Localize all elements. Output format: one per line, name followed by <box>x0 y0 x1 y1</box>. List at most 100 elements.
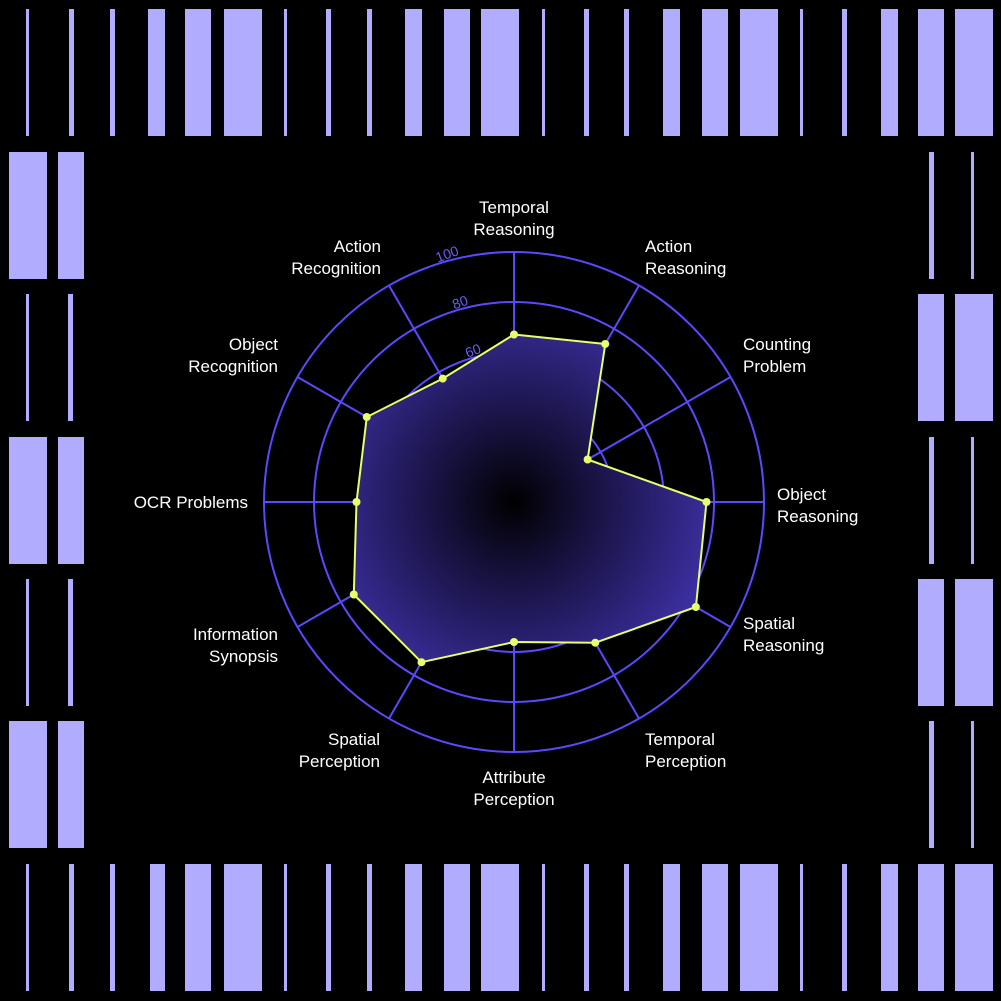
right-bar-1-0 <box>918 294 944 421</box>
category-label-9: OCR Problems <box>134 493 248 512</box>
decorative-bars <box>9 9 993 991</box>
category-label-line: Object <box>777 485 826 504</box>
bottom-bar-2 <box>110 864 115 991</box>
category-label-line: Perception <box>645 752 726 771</box>
right-bar-1-1 <box>955 294 993 421</box>
right-bar-3-0 <box>918 579 944 706</box>
data-point-3 <box>702 498 711 506</box>
right-bar-0-0 <box>929 152 934 279</box>
right-bar-2-1 <box>971 437 974 564</box>
category-label-line: Reasoning <box>743 636 824 655</box>
data-point-6 <box>510 638 518 646</box>
category-label-line: Perception <box>473 790 554 809</box>
left-bar-3-1 <box>68 579 73 706</box>
category-label-line: Reasoning <box>645 259 726 278</box>
left-bar-0-1 <box>58 152 84 279</box>
series-group <box>349 330 711 667</box>
bottom-bar-0 <box>26 864 29 991</box>
left-bar-1-0 <box>26 294 29 421</box>
top-bar-15 <box>663 9 680 136</box>
category-label-line: Perception <box>299 752 380 771</box>
bottom-bar-15 <box>663 864 680 991</box>
right-bar-4-1 <box>971 721 974 848</box>
right-bar-4-0 <box>929 721 934 848</box>
data-point-9 <box>352 498 361 506</box>
right-bar-2-0 <box>929 437 934 564</box>
bottom-bar-20 <box>881 864 898 991</box>
bottom-bar-22 <box>955 864 993 991</box>
top-bar-21 <box>918 9 944 136</box>
bottom-bar-9 <box>405 864 422 991</box>
top-bar-9 <box>405 9 422 136</box>
top-bar-8 <box>367 9 372 136</box>
bottom-bar-12 <box>542 864 545 991</box>
bottom-bar-16 <box>702 864 728 991</box>
data-point-0 <box>510 330 518 339</box>
data-point-7 <box>417 658 426 667</box>
top-bar-0 <box>26 9 29 136</box>
left-bar-0-0 <box>9 152 47 279</box>
data-point-5 <box>591 638 600 647</box>
data-point-8 <box>349 590 358 599</box>
data-point-4 <box>691 603 700 611</box>
top-bar-22 <box>955 9 993 136</box>
left-bar-4-0 <box>9 721 47 848</box>
category-label-line: Reasoning <box>777 507 858 526</box>
top-bar-11 <box>481 9 519 136</box>
left-bar-2-1 <box>58 437 84 564</box>
category-label-line: Spatial <box>743 614 795 633</box>
bottom-bar-10 <box>444 864 470 991</box>
top-bar-10 <box>444 9 470 136</box>
data-point-1 <box>601 339 610 348</box>
left-bar-1-1 <box>68 294 73 421</box>
top-bar-13 <box>584 9 589 136</box>
bottom-bar-21 <box>918 864 944 991</box>
data-point-11 <box>438 374 447 383</box>
category-label-line: Action <box>645 237 692 256</box>
bottom-bar-14 <box>624 864 629 991</box>
category-label-line: Recognition <box>291 259 381 278</box>
category-label-line: Counting <box>743 335 811 354</box>
category-label-line: Synopsis <box>209 647 278 666</box>
category-label-line: Attribute <box>482 768 545 787</box>
category-label-line: Problem <box>743 357 806 376</box>
top-bar-1 <box>69 9 74 136</box>
top-bar-7 <box>326 9 331 136</box>
series-area <box>352 333 708 664</box>
bottom-bar-6 <box>284 864 287 991</box>
bottom-bar-11 <box>481 864 519 991</box>
left-bar-4-1 <box>58 721 84 848</box>
top-bar-4 <box>185 9 211 136</box>
bottom-bar-18 <box>800 864 803 991</box>
radial-tick-label: 80 <box>450 292 470 312</box>
bottom-bar-19 <box>842 864 847 991</box>
category-label-line: Spatial <box>328 730 380 749</box>
left-bar-2-0 <box>9 437 47 564</box>
top-bar-3 <box>148 9 165 136</box>
bottom-bar-1 <box>69 864 74 991</box>
category-label-line: Information <box>193 625 278 644</box>
bottom-bar-7 <box>326 864 331 991</box>
category-label-line: Temporal <box>479 198 549 217</box>
bottom-bar-4 <box>185 864 211 991</box>
bottom-bar-13 <box>584 864 589 991</box>
category-label-line: OCR Problems <box>134 493 248 512</box>
category-label-line: Temporal <box>645 730 715 749</box>
right-bar-3-1 <box>955 579 993 706</box>
top-bar-16 <box>702 9 728 136</box>
top-bar-6 <box>284 9 287 136</box>
top-bar-5 <box>224 9 262 136</box>
top-bar-20 <box>881 9 898 136</box>
top-bar-12 <box>542 9 545 136</box>
